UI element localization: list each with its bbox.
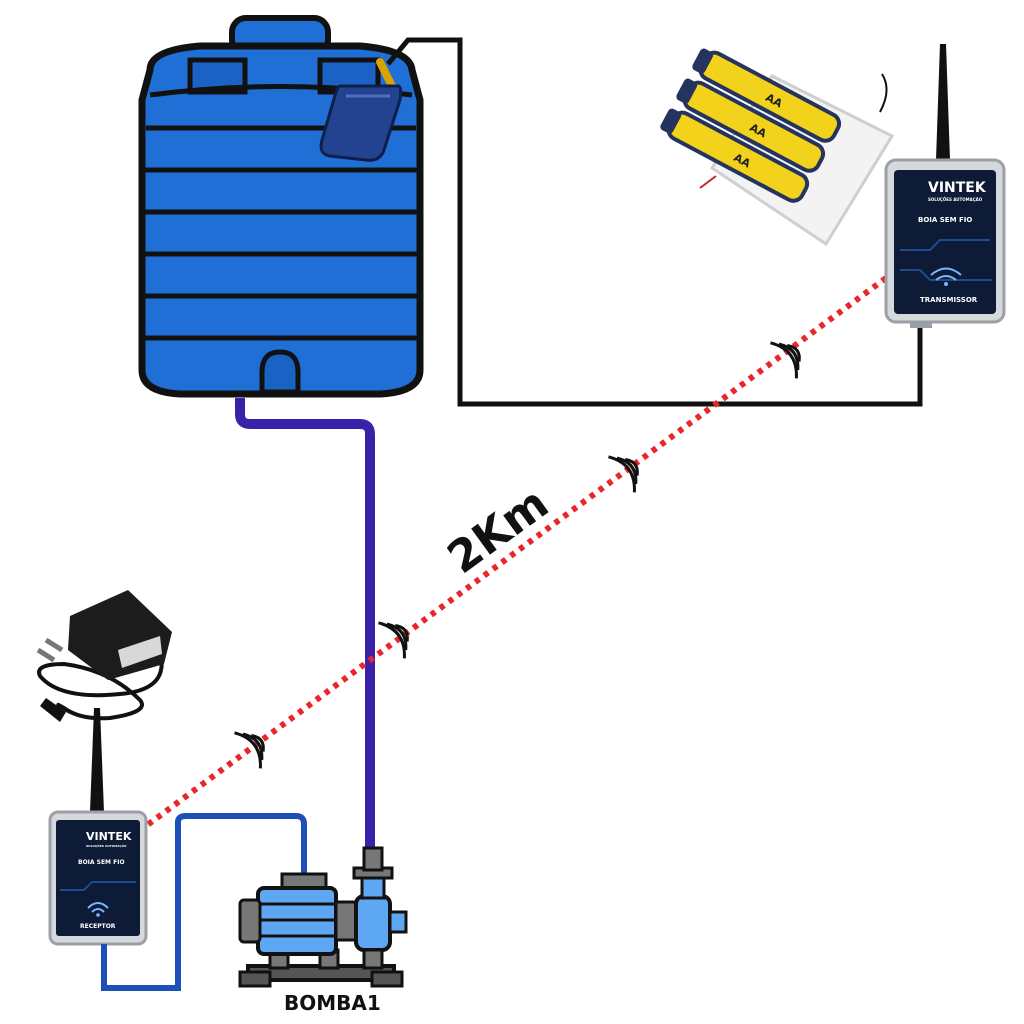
float-switch bbox=[319, 37, 923, 407]
receiver-device: VINTEK SOLUÇÕES AUTOMAÇÃO BOIA SEM FIO R… bbox=[48, 708, 148, 946]
pump-cable bbox=[101, 813, 307, 991]
receiver-tagline: SOLUÇÕES AUTOMAÇÃO bbox=[86, 843, 127, 848]
signal-wave-icon bbox=[234, 731, 265, 769]
wifi-icon bbox=[87, 902, 109, 917]
antenna-icon bbox=[90, 708, 104, 812]
receiver-role: RECEPTOR bbox=[80, 923, 116, 930]
pump-label: BOMBA1 bbox=[284, 991, 381, 1015]
receiver-title: BOIA SEM FIO bbox=[78, 859, 125, 866]
transmitter-brand: VINTEK bbox=[928, 180, 987, 196]
power-adapter bbox=[36, 590, 172, 722]
signal-wave-icon bbox=[608, 455, 639, 493]
pump bbox=[238, 846, 408, 988]
signal-wave-icon bbox=[770, 341, 801, 379]
transmitter-device: VINTEK SOLUÇÕES AUTOMAÇÃO BOIA SEM FIO T… bbox=[884, 44, 1006, 328]
wifi-icon bbox=[930, 267, 962, 286]
transmitter-title: BOIA SEM FIO bbox=[918, 216, 972, 224]
transmitter-tagline: SOLUÇÕES AUTOMAÇÃO bbox=[928, 197, 983, 202]
transmitter-role: TRANSMISSOR bbox=[920, 296, 978, 304]
signal-wave-icon bbox=[378, 621, 409, 659]
water-pipe bbox=[235, 398, 375, 850]
water-tank bbox=[138, 15, 424, 398]
antenna-icon bbox=[936, 44, 950, 160]
receiver-brand: VINTEK bbox=[86, 830, 132, 843]
battery-pack: AA AA AA bbox=[660, 48, 895, 247]
